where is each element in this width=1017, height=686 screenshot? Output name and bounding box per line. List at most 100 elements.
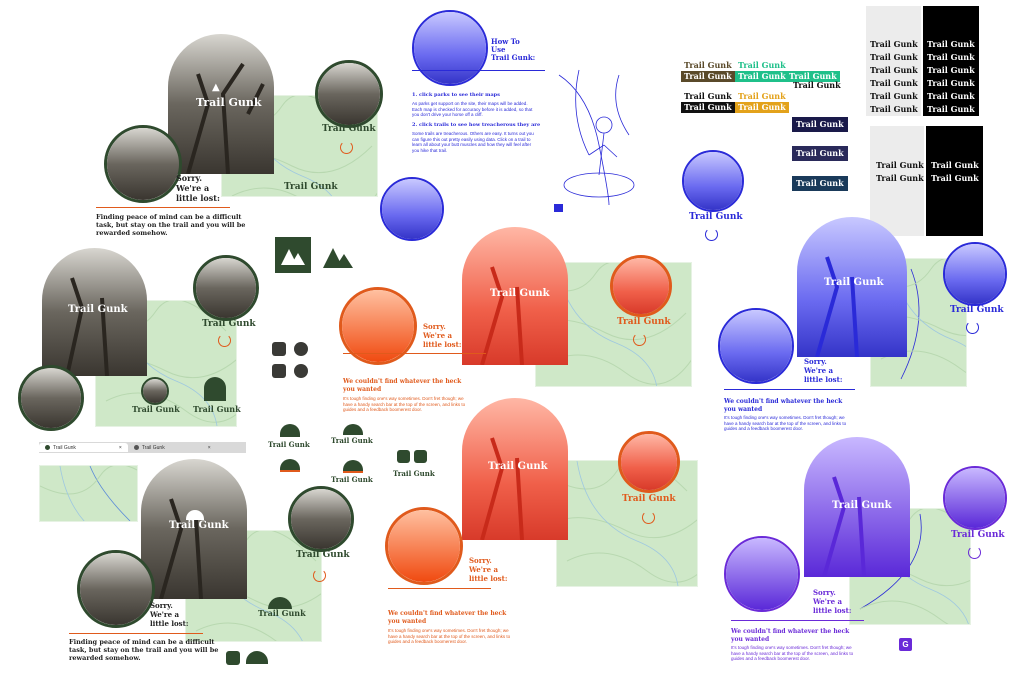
waterfall-circle-image: [724, 536, 800, 612]
hikers-circle-image: [288, 486, 354, 552]
type-panel-light: [870, 126, 924, 236]
hikers-circle-image: [682, 150, 744, 212]
waterfall-circle-image: [339, 287, 417, 365]
peace-text: Finding peace of mind can be a difficult…: [96, 213, 246, 237]
brand-tag: Trail Gunk: [792, 117, 848, 132]
map-logo-icon: [268, 597, 292, 609]
howto-circle-image: [412, 10, 488, 86]
loading-spinner: [340, 141, 353, 154]
browser-tab[interactable]: Trail Gunk×: [128, 443, 217, 452]
thumb-icon: [272, 342, 286, 356]
divider: [69, 633, 203, 634]
thumb-icon: [294, 364, 308, 378]
logo-arch-icon: [186, 510, 204, 520]
brand-tag: Trail Gunk: [793, 80, 841, 90]
logo-tile-icon: [275, 237, 311, 273]
loading-spinner: [218, 334, 231, 347]
not-found-body: It's tough finding one's way sometimes. …: [343, 396, 466, 412]
brand-tag: Trail Gunk: [738, 60, 786, 70]
hikers-circle-image: [315, 60, 383, 128]
logo-variant: [343, 424, 363, 435]
brand-tag: Trail Gunk: [684, 60, 732, 70]
hikers-circle-image: [610, 255, 672, 317]
loading-spinner: [968, 546, 981, 559]
app-icon: [226, 651, 240, 665]
illustration-image: [549, 65, 647, 210]
not-found-body: It's tough finding one's way sometimes. …: [724, 415, 847, 431]
brand-tag: Trail Gunk: [786, 71, 840, 82]
map-panel[interactable]: [39, 465, 138, 522]
logo-mark-icon: [323, 244, 353, 272]
thumb-icon: [272, 364, 286, 378]
tree-hero-image: [168, 34, 274, 174]
hero-brand: Trail Gunk: [488, 461, 548, 472]
circle-brand: Trail Gunk: [950, 305, 1004, 315]
divider: [388, 588, 491, 589]
logo-brand: Trail Gunk: [393, 469, 435, 478]
circle-brand: Trail Gunk: [202, 319, 256, 329]
not-found-body: It's tough finding one's way sometimes. …: [388, 628, 511, 644]
close-icon[interactable]: ×: [118, 444, 122, 451]
small-arch-image: [204, 377, 226, 401]
brand-tag: Trail Gunk: [684, 91, 732, 101]
logo-variant: [280, 459, 300, 472]
loading-spinner: [705, 228, 718, 241]
app-icon: [246, 651, 268, 664]
peace-text: Finding peace of mind can be a difficult…: [69, 638, 219, 662]
browser-tab[interactable]: Trail Gunk×: [39, 443, 128, 452]
tree-hero-image: [141, 459, 247, 599]
howto-step1: 1. click parks to see their maps: [412, 92, 500, 98]
tree-hero-image: [804, 437, 910, 577]
favicon-g-icon: G: [899, 638, 912, 651]
app-icon: [397, 450, 410, 463]
circle-brand: Trail Gunk: [322, 124, 376, 134]
icon-grid: [272, 342, 310, 378]
hero-brand: Trail Gunk: [68, 304, 128, 315]
app-icon: [414, 450, 427, 463]
circle-brand: Trail Gunk: [617, 317, 671, 327]
map-panel[interactable]: [95, 300, 237, 427]
small-circle-image: [141, 377, 169, 405]
not-found-body: It's tough finding one's way sometimes. …: [731, 645, 854, 661]
logo-brand: Trail Gunk: [331, 475, 373, 484]
loading-spinner: [313, 569, 326, 582]
loading-spinner: [633, 333, 646, 346]
circle-brand: Trail Gunk: [689, 212, 743, 222]
hikers-circle-image: [943, 466, 1007, 530]
circle-brand: Trail Gunk: [193, 404, 241, 414]
circle-brand: Trail Gunk: [132, 404, 180, 414]
favicon-icon: [133, 445, 139, 450]
hero-brand: Trail Gunk: [832, 500, 892, 511]
divider: [731, 620, 864, 621]
favicon-icon: [45, 445, 50, 450]
tree-hero-image: [42, 248, 147, 376]
waterfall-circle-image: [77, 550, 155, 628]
mountain-icon: ▲: [212, 82, 220, 93]
brand-tag: Trail Gunk: [792, 146, 848, 161]
brand-tag: Trail Gunk: [735, 102, 789, 113]
logo-brand: Trail Gunk: [268, 440, 310, 449]
divider: [96, 207, 230, 208]
thumb-icon: [294, 342, 308, 356]
waterfall-circle-image: [718, 308, 794, 384]
blue-square-icon: [554, 204, 563, 212]
divider: [724, 389, 855, 390]
close-icon[interactable]: ×: [207, 444, 211, 451]
type-panel-dark: [923, 6, 979, 116]
hero-brand: Trail Gunk: [196, 96, 262, 109]
hikers-circle-image: [943, 242, 1007, 306]
hikers-circle-image: [618, 431, 680, 493]
waterfall-circle-image: [380, 177, 444, 241]
howto-step2: 2. click trails to see how treacherous t…: [412, 122, 541, 128]
logo-variant: [343, 460, 363, 473]
